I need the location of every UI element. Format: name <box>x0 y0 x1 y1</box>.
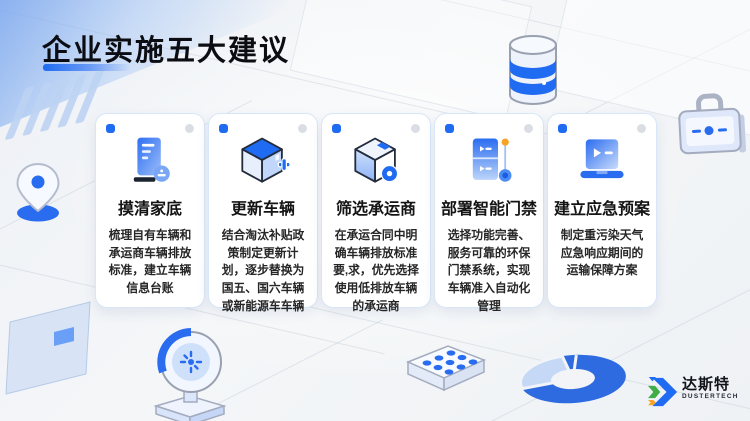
gauge-meter-icon <box>153 328 227 421</box>
background-panel <box>289 0 533 121</box>
card-gray-dot <box>411 124 420 133</box>
card-title: 建立应急预案 <box>553 201 650 218</box>
card-gray-dot <box>524 124 533 133</box>
card-body: 结合淘汰补贴政策制定更新计划，逐步替换为国五、国六车辆或新能源车车辆 <box>221 228 305 313</box>
database-cylinder-icon <box>509 35 557 105</box>
company-logo: 达斯特 DUSTERTECH <box>648 377 739 407</box>
card-body: 梳理自有车辆和承运商车辆排放标准，建立车辆信息台账 <box>108 228 192 296</box>
location-pin-icon <box>16 162 60 222</box>
card-accent-dot <box>219 124 228 133</box>
dots-slab-icon <box>406 345 486 392</box>
logo-mark-icon <box>648 377 678 407</box>
card-accent-dot <box>558 124 567 133</box>
box-dot-icon <box>354 137 399 183</box>
card-accent-dot <box>332 124 341 133</box>
page-title: 企业实施五大建议 <box>42 35 291 67</box>
card-title: 更新车辆 <box>230 201 295 218</box>
title-underline <box>43 64 131 71</box>
recommendation-card: 部署智能门禁 选择功能完善、服务可靠的环保门禁系统，实现车辆准入自动化管理 <box>434 113 544 313</box>
laptop-plan-icon <box>580 139 624 179</box>
access-gate-icon <box>472 138 512 182</box>
logo-tagline: DUSTERTECH <box>682 393 739 400</box>
document-checklist-icon <box>133 137 170 182</box>
card-gray-dot <box>298 124 307 133</box>
card-title: 摸清家底 <box>117 201 182 218</box>
background-panel <box>5 301 91 395</box>
recommendation-card: 摸清家底 梳理自有车辆和承运商车辆排放标准，建立车辆信息台账 <box>95 113 205 308</box>
donut-chart-icon <box>519 354 626 404</box>
recommendation-card: 更新车辆 结合淘汰补贴政策制定更新计划，逐步替换为国五、国六车辆或新能源车车辆 <box>208 113 318 313</box>
card-gray-dot <box>637 124 646 133</box>
card-gray-dot <box>185 124 194 133</box>
card-body: 选择功能完善、服务可靠的环保门禁系统，实现车辆准入自动化管理 <box>447 228 531 313</box>
briefcase-icon <box>678 93 747 155</box>
grid-line <box>97 319 383 421</box>
card-title: 筛选承运商 <box>335 201 416 218</box>
logo-name: 达斯特 <box>682 376 731 393</box>
cube-add-icon <box>241 137 290 183</box>
card-accent-dot <box>445 124 454 133</box>
card-body: 制定重污染天气应急响应期间的运输保障方案 <box>560 228 644 278</box>
recommendation-card: 建立应急预案 制定重污染天气应急响应期间的运输保障方案 <box>547 113 657 308</box>
card-title: 部署智能门禁 <box>440 201 537 218</box>
card-body: 在承运合同中明确车辆排放标准要,求，优先选择使用低排放车辆的承运商 <box>333 228 419 313</box>
card-accent-dot <box>106 124 115 133</box>
recommendation-card: 筛选承运商 在承运合同中明确车辆排放标准要,求，优先选择使用低排放车辆的承运商 <box>321 113 431 313</box>
